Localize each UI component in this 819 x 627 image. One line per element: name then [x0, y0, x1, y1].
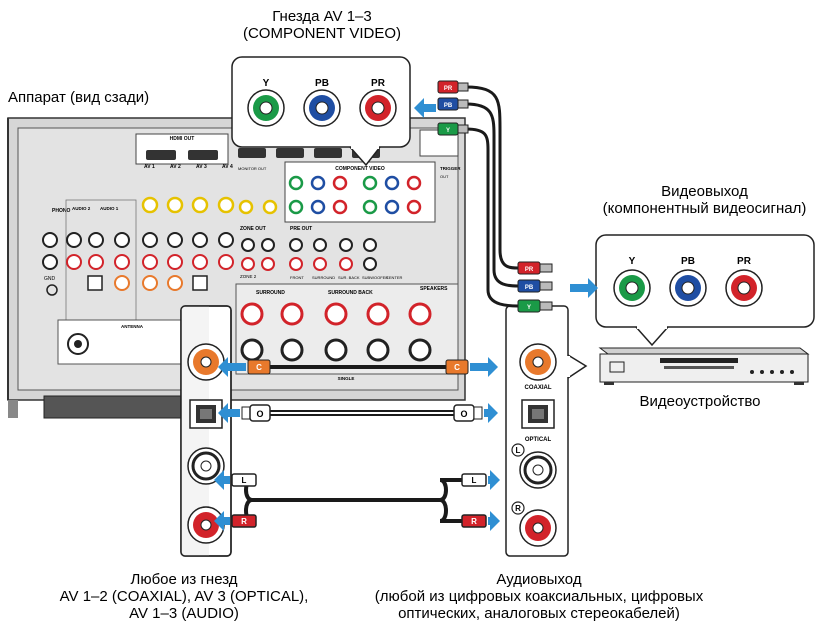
panel-label-speakers: SPEAKERS — [420, 286, 448, 292]
arrow-analog-right-r — [488, 511, 500, 531]
device-label-optical: OPTICAL — [525, 437, 552, 443]
panel-component-jacks — [288, 175, 422, 215]
video-output-closeup: Y PB PR — [595, 234, 815, 347]
audio-output-closeup: COAXIAL OPTICAL L R — [505, 305, 588, 557]
panel-label-zone2: ZONE 2 — [240, 274, 257, 279]
analog-stereo-cable: L R L R — [231, 473, 487, 528]
panel-label-audio2: AUDIO 2 — [72, 206, 91, 211]
audio-output-caption-line2: (любой из цифровых коаксиальных, цифровы… — [374, 588, 704, 605]
device-label-coaxial: COAXIAL — [525, 385, 552, 391]
video-output-caption: Видеовыход (компонентный видеосигнал) — [590, 183, 819, 217]
plug-label-pb-right: PB — [525, 285, 534, 291]
output-label-y: Y — [629, 256, 636, 267]
optical-cable: O O — [241, 404, 483, 422]
video-output-caption-line2: (компонентный видеосигнал) — [602, 200, 807, 217]
arrow-to-video-output — [570, 278, 598, 298]
panel-label-av3: AV 3 — [196, 164, 207, 170]
arrow-analog-left-r — [214, 511, 230, 531]
plug-label-pr-right: PR — [525, 267, 534, 273]
panel-av-jacks — [141, 196, 235, 291]
panel-label-front: FRONT — [290, 275, 304, 280]
panel-label-sur-back: SUR. BACK — [338, 275, 360, 280]
signal-arrows — [214, 98, 598, 531]
arrow-coaxial-right — [470, 357, 498, 377]
plug-label-right-l: L — [472, 476, 477, 485]
arrow-analog-left-l — [214, 470, 230, 490]
unit-rear-panel: HDMI OUT PHONO GND AUDIO 2 AUDIO 1 AV 1 … — [7, 117, 466, 419]
component-video-cable: PR PB Y PR PB Y — [437, 80, 553, 313]
coaxial-cable: C C — [247, 359, 469, 375]
panel-label-trigger-out: OUT — [440, 174, 449, 179]
plug-label-right-r: R — [471, 517, 477, 526]
plug-label-y-top: Y — [446, 128, 450, 134]
panel-label-trigger: TRIGGER — [440, 166, 461, 171]
panel-label-antenna: ANTENNA — [121, 324, 144, 329]
panel-label-phono: PHONO — [52, 208, 70, 214]
panel-label-zone-out: ZONE OUT — [240, 226, 266, 232]
receiver-jacks-caption: Любое из гнезд AV 1–2 (COAXIAL), AV 3 (O… — [22, 571, 346, 622]
panel-speaker-terminals — [240, 302, 432, 362]
audio-output-caption: Аудиовыход (любой из цифровых коаксиальн… — [334, 571, 744, 622]
panel-label-gnd: GND — [44, 276, 56, 282]
output-label-pb: PB — [681, 256, 695, 267]
panel-label-audio1: AUDIO 1 — [100, 206, 119, 211]
arrow-to-component-jacks — [414, 98, 436, 118]
unit-rear-view-caption: Аппарат (вид сзади) — [8, 89, 150, 106]
component-label-pr: PR — [371, 78, 386, 89]
plug-label-optical-right: O — [460, 409, 467, 419]
audio-output-caption-line1: Аудиовыход — [496, 571, 582, 588]
plug-label-optical-left: O — [256, 409, 263, 419]
receiver-jacks-caption-line1: Любое из гнезд — [130, 571, 238, 588]
plug-label-left-r: R — [241, 517, 247, 526]
arrow-optical-left — [218, 403, 240, 423]
panel-label-av1: AV 1 — [144, 164, 155, 170]
panel-label-pre-out: PRE OUT — [290, 226, 312, 232]
device-label-left: L — [516, 446, 521, 455]
panel-label-surround-back: SURROUND BACK — [328, 290, 373, 296]
panel-label-surround: SURROUND — [256, 290, 285, 296]
arrow-analog-right-l — [488, 470, 500, 490]
video-device-caption: Видеоустройство — [639, 393, 761, 410]
plug-label-coaxial-right: C — [454, 363, 460, 372]
video-output-caption-line1: Видеовыход — [661, 183, 748, 200]
device-label-right: R — [515, 504, 521, 513]
panel-label-av2: AV 2 — [170, 164, 181, 170]
audio-output-caption-line3: оптических, аналоговых стереокабелей) — [398, 605, 680, 622]
component-jack-closeup: Y PB PR — [231, 56, 411, 167]
panel-label-single: SINGLE — [338, 376, 355, 381]
component-label-y: Y — [263, 78, 270, 89]
panel-pre-out-jacks — [289, 238, 377, 271]
panel-rca-row-upper — [66, 232, 130, 270]
arrow-coaxial-left — [218, 357, 246, 377]
panel-label-subwoofer: SUBWOOFER — [362, 275, 388, 280]
panel-label-component-video: COMPONENT VIDEO — [335, 166, 385, 172]
receiver-jack-closeup — [180, 305, 232, 557]
plug-label-pr-top: PR — [444, 86, 453, 92]
plug-label-left-l: L — [242, 476, 247, 485]
av-jacks-title-line1: Гнезда AV 1–3 — [272, 8, 372, 25]
panel-label-surround-pre: SURROUND — [312, 275, 335, 280]
av-jacks-title: Гнезда AV 1–3 (COMPONENT VIDEO) — [214, 8, 430, 42]
receiver-jacks-caption-line2: AV 1–2 (COAXIAL), AV 3 (OPTICAL), — [59, 588, 309, 605]
arrow-optical-right — [484, 403, 498, 423]
av-jacks-title-line2: (COMPONENT VIDEO) — [242, 25, 402, 42]
component-label-pb: PB — [315, 78, 329, 89]
panel-label-center: CENTER — [386, 275, 403, 280]
video-device-icon — [598, 347, 810, 385]
plug-label-coaxial-left: C — [256, 363, 262, 372]
panel-label-hdmi-out: HDMI OUT — [170, 136, 195, 142]
output-label-pr: PR — [737, 256, 752, 267]
plug-label-pb-top: PB — [444, 103, 453, 109]
receiver-jacks-caption-line3: AV 1–3 (AUDIO) — [129, 605, 239, 622]
panel-label-monitor-out: MONITOR OUT — [238, 166, 267, 171]
panel-label-av4: AV 4 — [222, 164, 233, 170]
plug-label-y-right: Y — [527, 305, 531, 311]
